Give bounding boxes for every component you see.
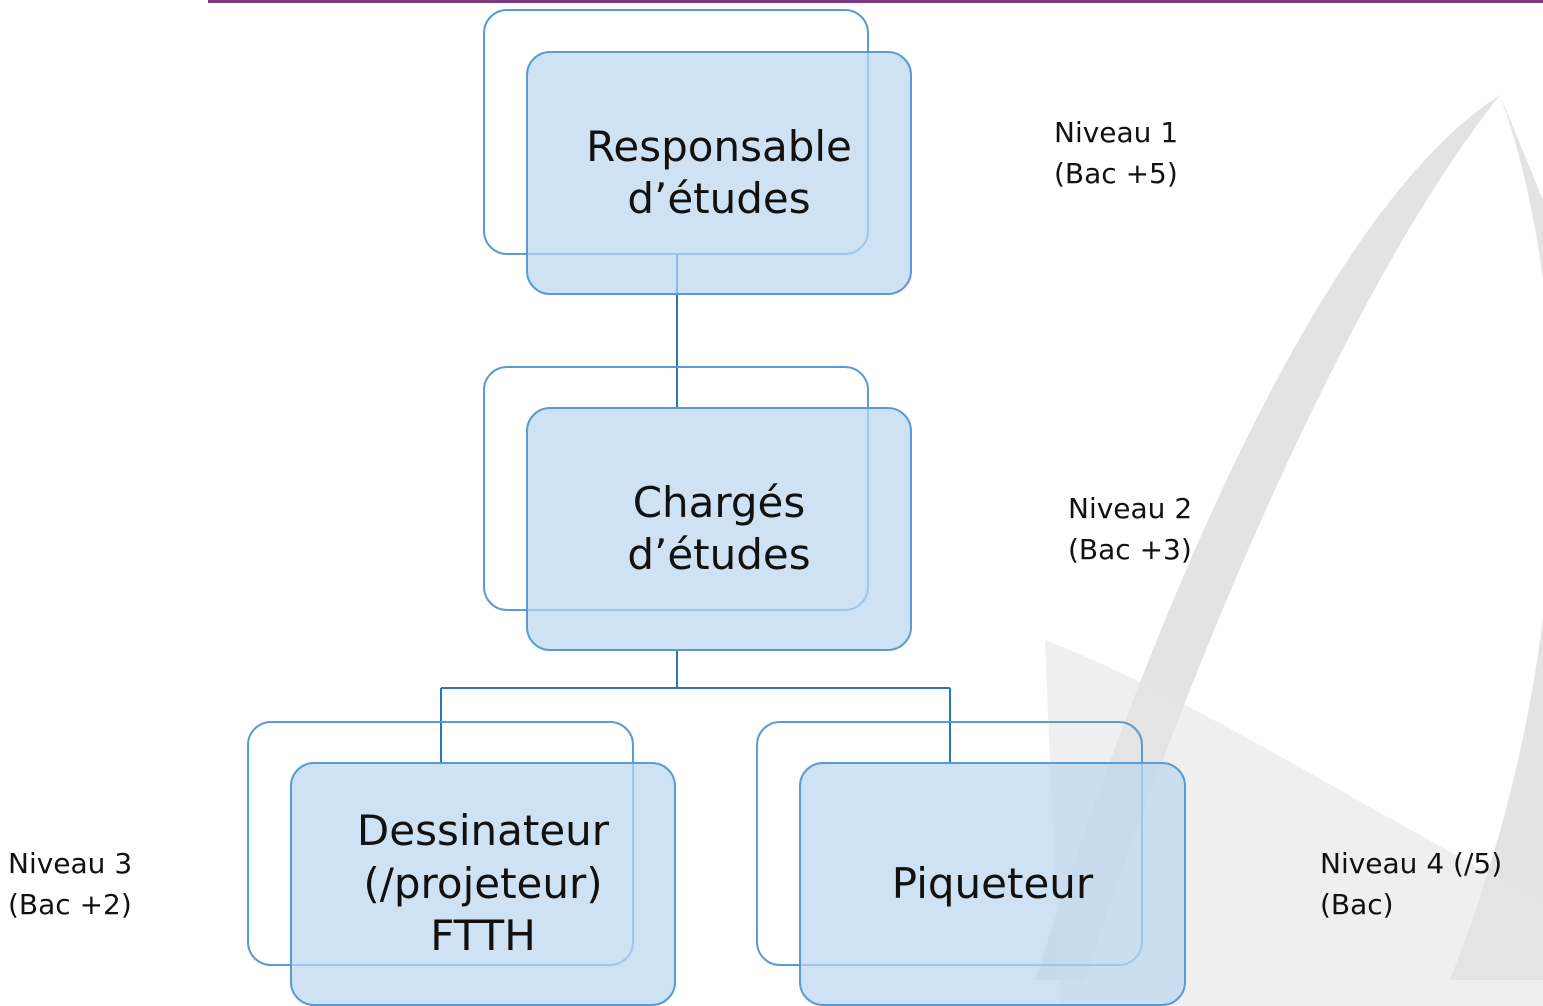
level-2-label: Niveau 2 (Bac +3) (1068, 492, 1193, 566)
charges-etudes-label: Chargés d’études (627, 477, 811, 580)
dessinateur-node[interactable]: Dessinateur (/projeteur) FTTH (290, 762, 676, 1006)
piqueteur-label: Piqueteur (891, 858, 1094, 908)
piqueteur-node[interactable]: Piqueteur (799, 762, 1186, 1006)
level-3-label: Niveau 3 (Bac +2) (8, 847, 133, 921)
responsable-etudes-node[interactable]: Responsable d’études (526, 51, 912, 295)
level-1-label: Niveau 1 (Bac +5) (1054, 116, 1179, 190)
responsable-etudes-label: Responsable d’études (586, 121, 852, 224)
top-rule (208, 0, 1543, 3)
charges-etudes-node[interactable]: Chargés d’études (526, 407, 912, 651)
level-4-label: Niveau 4 (/5) (Bac) (1320, 847, 1503, 921)
dessinateur-label: Dessinateur (/projeteur) FTTH (356, 806, 610, 961)
